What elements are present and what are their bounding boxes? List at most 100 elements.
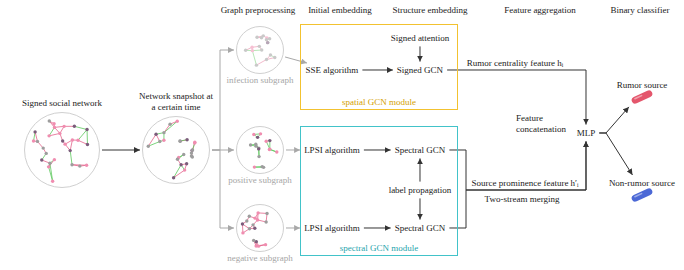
network-drawing (236, 204, 284, 252)
network-vertex (264, 243, 267, 246)
network-links (147, 120, 197, 180)
network-vertex (41, 146, 44, 149)
network-vertex (259, 132, 262, 135)
node-text: Rumor source (617, 80, 668, 91)
network-vertex (44, 152, 47, 155)
network-links (32, 119, 89, 183)
network-vertex (266, 41, 269, 44)
process-label: MLP (575, 127, 598, 140)
network-vertex (61, 139, 64, 142)
network-vertex (73, 125, 76, 128)
column-heading: Structure embedding (392, 5, 467, 16)
connector (419, 158, 420, 181)
network-vertex (33, 130, 36, 133)
class-output: Non-rumor source (607, 177, 677, 204)
network-vertex (168, 122, 171, 125)
graph-outline (237, 127, 284, 174)
module-caption: spatial GCN module (342, 97, 416, 108)
network-vertex (154, 133, 157, 136)
network-vertex (76, 139, 79, 142)
graph-caption: Network snapshot at a certain time (136, 91, 216, 113)
network-vertex (52, 122, 55, 125)
network-vertex (265, 58, 268, 61)
network-vertex (86, 143, 89, 146)
network-vertex (85, 164, 88, 167)
node-text: Signed attention (391, 33, 450, 44)
node-text: LPSI algorithm (304, 145, 360, 156)
network-vertex (183, 168, 186, 171)
network-vertex (273, 56, 276, 59)
network-link (256, 60, 266, 66)
network-vertex (256, 136, 259, 139)
network-vertex (241, 231, 244, 234)
process-label: LPSI algorithm (302, 222, 362, 235)
edge-label: Rumor centrality feature hᵢ (466, 58, 565, 69)
network-vertex (172, 176, 175, 179)
network-vertex (191, 148, 194, 151)
network-vertex (71, 138, 74, 141)
network-vertex (268, 148, 271, 151)
network-vertex (255, 63, 258, 66)
network-drawing (236, 26, 284, 74)
network-vertex (257, 147, 260, 150)
module-caption: spectral GCN module (340, 243, 418, 254)
process-label: Signed attention (389, 32, 452, 45)
annotation: Two-stream merging (485, 194, 560, 205)
network-vertex (257, 155, 260, 158)
network-vertex (78, 164, 81, 167)
network-vertex (178, 139, 181, 142)
module-box: LPSI algorithmSpectral GCNlabel propagat… (300, 126, 458, 256)
network-vertex (268, 139, 271, 142)
network-vertex (158, 140, 161, 143)
network-vertex (36, 140, 39, 143)
connector (419, 46, 420, 61)
network-vertex (244, 49, 247, 52)
network-vertex (53, 126, 56, 129)
network-graph: Network snapshot at a certain time (142, 116, 210, 184)
network-link (78, 130, 87, 141)
network-vertex (62, 125, 65, 128)
node-text: MLP (577, 128, 596, 139)
network-vertex (58, 132, 61, 135)
node-text: LPSI algorithm (304, 223, 360, 234)
network-vertex (254, 143, 257, 146)
network-vertex (248, 215, 251, 218)
network-drawing (24, 112, 100, 188)
graph-outline (237, 205, 284, 252)
column-heading: Binary classifier (610, 5, 669, 16)
node-text: SSE algorithm (306, 65, 359, 76)
network-vertex (68, 149, 71, 152)
network-vertex (262, 166, 265, 169)
network-vertex (268, 37, 271, 40)
process-label: Signed GCN (395, 64, 445, 77)
column-heading: Graph preprocessing (221, 5, 296, 16)
network-vertex (253, 226, 256, 229)
graph-outline (25, 113, 100, 188)
network-vertex (260, 48, 263, 51)
network-vertex (179, 163, 182, 166)
network-link (174, 170, 185, 178)
network-vertex (182, 153, 185, 156)
network-vertex (257, 146, 260, 149)
network-vertex (32, 139, 35, 142)
network-vertex (252, 239, 255, 242)
network-vertex (252, 133, 255, 136)
network-link (70, 151, 72, 165)
network-link (148, 134, 156, 146)
network-vertex (185, 162, 188, 165)
node-text: Signed GCN (397, 65, 443, 76)
network-vertex (190, 151, 193, 154)
class-pill-icon (628, 90, 656, 104)
module-box: Signed attentionSSE algorithm Signed GCN s… (300, 24, 458, 110)
network-vertex (51, 180, 54, 183)
network-vertex (249, 143, 252, 146)
connector (599, 133, 632, 175)
network-vertex (258, 45, 261, 48)
class-pill-shine (634, 193, 643, 198)
connector (364, 149, 391, 150)
node-text: Spectral GCN (395, 145, 446, 156)
network-vertex (248, 227, 251, 230)
edge-label: Source prominence feature h′ᵢ (470, 178, 579, 189)
network-vertex (190, 148, 193, 151)
